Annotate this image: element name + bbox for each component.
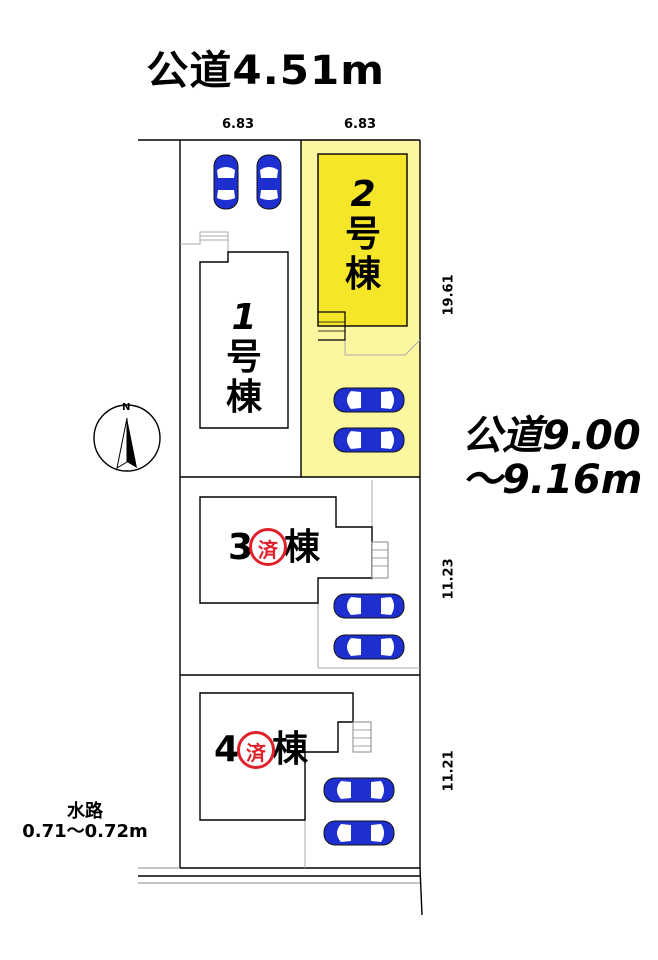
dim-right-lot3: 11.23 [441, 558, 457, 600]
dim-top-lot1: 6.83 [222, 117, 255, 132]
road-top-label: 公道4.51m [146, 48, 386, 94]
building-4-number: 4 [214, 729, 240, 770]
compass-north-label: N [122, 402, 131, 413]
building-3-suffix: 棟 [284, 527, 321, 568]
waterway-label: 水路 0.71〜0.72m [0, 802, 170, 842]
building-1-outline [199, 251, 289, 429]
waterway-lines [138, 867, 420, 884]
building-4-outline [199, 692, 354, 821]
car-icon [333, 593, 405, 619]
road-right-line1: 公道9.00 [462, 413, 641, 459]
compass-icon [93, 404, 161, 472]
car-icon [333, 634, 405, 660]
car-icon [323, 777, 395, 803]
building-2-number: 2 [350, 174, 376, 215]
car-icon [323, 820, 395, 846]
building-1-char1: 号 [225, 337, 262, 378]
car-icon [333, 387, 405, 413]
building-4-suffix: 棟 [272, 729, 309, 770]
building-1-number: 1 [231, 297, 257, 338]
building-1-char2: 棟 [225, 377, 262, 418]
building-2-label: 2 号 棟 [343, 175, 383, 295]
building-2-outline [317, 153, 408, 327]
building-1-label: 1 号 棟 [224, 298, 264, 418]
building-2-char2: 棟 [344, 254, 381, 295]
road-right-line2: 〜9.16m [462, 457, 643, 503]
building-2-char1: 号 [344, 214, 381, 255]
road-right-label: 公道9.00 〜9.16m [462, 414, 642, 502]
waterway-width: 0.71〜0.72m [22, 821, 148, 842]
dim-right-lot4: 11.21 [441, 750, 457, 792]
car-icon [256, 154, 282, 210]
car-icon [333, 427, 405, 453]
waterway-title: 水路 [67, 801, 103, 822]
lot-boundaries [138, 139, 423, 916]
sold-stamp: 済 [237, 731, 275, 769]
building-3-number: 3 [228, 527, 254, 568]
dim-right-lot2: 19.61 [441, 274, 457, 316]
car-icon [213, 154, 239, 210]
sold-stamp: 済 [249, 528, 287, 566]
dim-top-lot2: 6.83 [344, 117, 377, 132]
